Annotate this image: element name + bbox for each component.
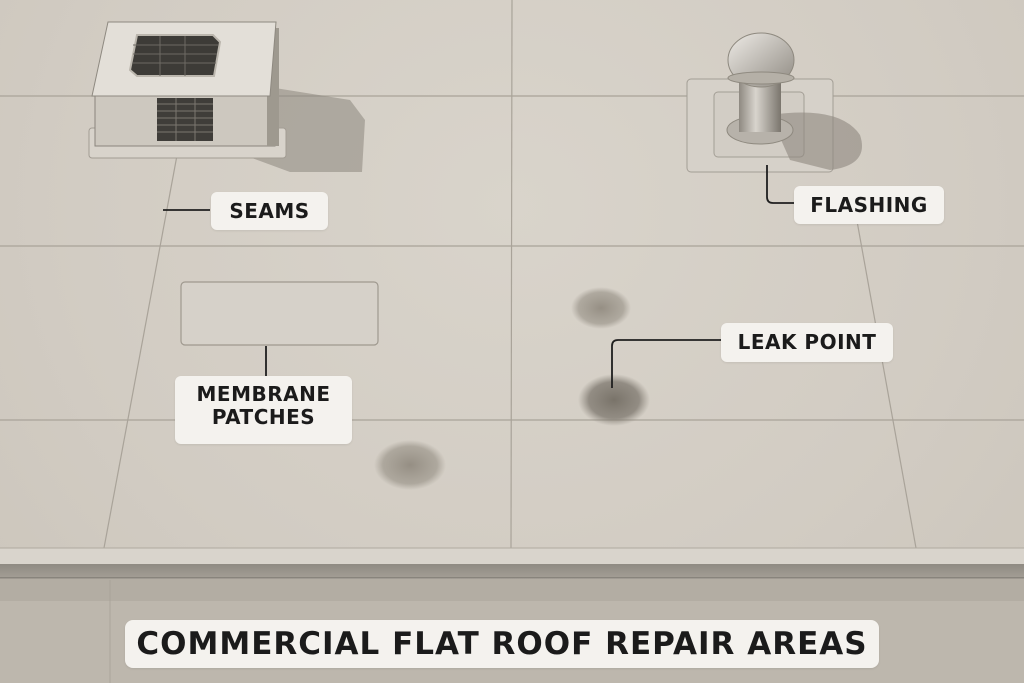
flashing-label: FLASHING	[794, 186, 944, 224]
leak-point-label-text: LEAK POINT	[737, 330, 877, 354]
membrane-patches-label: MEMBRANE PATCHES	[175, 376, 352, 444]
leak-point-label: LEAK POINT	[721, 323, 893, 362]
seam-grid	[0, 0, 1024, 549]
seams-label: SEAMS	[211, 192, 328, 230]
membrane-label-line2: PATCHES	[211, 405, 316, 429]
title-text: COMMERCIAL FLAT ROOF REPAIR AREAS	[136, 626, 868, 662]
membrane-label-line1: MEMBRANE	[196, 382, 331, 406]
flashing-label-text: FLASHING	[810, 193, 928, 217]
page-title: COMMERCIAL FLAT ROOF REPAIR AREAS	[125, 620, 879, 668]
seams-label-text: SEAMS	[229, 199, 310, 223]
